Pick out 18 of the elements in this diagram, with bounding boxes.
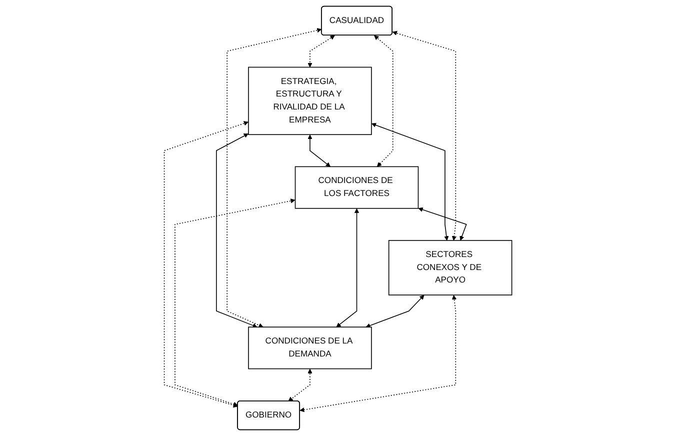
arrow <box>366 294 424 328</box>
arrow <box>226 28 322 328</box>
arrow <box>418 207 467 241</box>
node-box: ESTRATEGIA, ESTRUCTURA Y RIVALIDAD DE LA EMPRESA <box>248 66 372 135</box>
node-box: SECTORES CONEXOS Y DE APOYO <box>388 240 512 296</box>
arrow <box>174 198 296 406</box>
node-box: CONDICIONES DE LA DEMANDA <box>248 326 372 370</box>
node-box: CONDICIONES DE LOS FACTORES <box>294 166 419 209</box>
arrow <box>308 35 335 68</box>
arrow <box>164 121 248 408</box>
arrow <box>371 122 449 241</box>
arrow <box>392 30 456 241</box>
arrow <box>336 208 360 328</box>
arrow <box>308 134 330 167</box>
arrow <box>374 35 394 167</box>
arrow <box>216 133 258 328</box>
arrow <box>288 368 312 402</box>
arrow <box>300 295 457 412</box>
